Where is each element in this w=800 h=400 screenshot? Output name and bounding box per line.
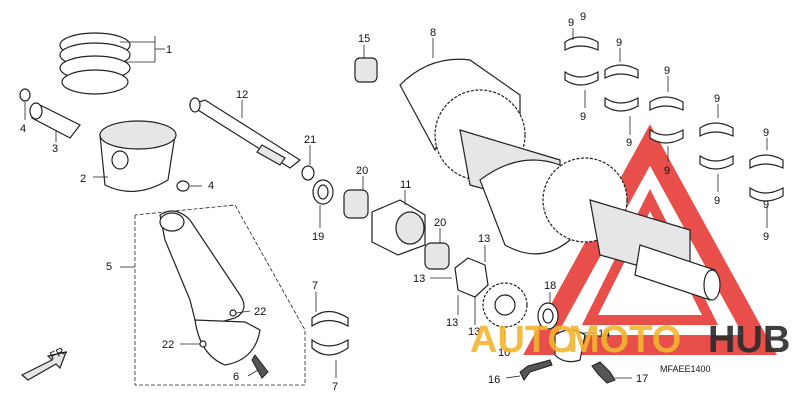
diagram-code: MFAEE1400 [660,364,711,374]
callout-7a: 7 [312,280,318,292]
callout-9j: 9 [763,231,769,243]
callout-16: 16 [488,374,500,386]
conrod-assembly [120,204,306,386]
front-label: FR. [48,344,69,362]
crankshaft [399,38,721,301]
sprocket-15 [354,45,378,83]
callout-22a: 22 [254,306,266,318]
watermark-auto: AUTO [470,319,577,361]
callout-17: 17 [636,373,648,385]
callout-labels: 1 2 3 4 4 5 6 7 7 8 9 9 9 9 9 9 9 9 9 9 … [20,11,769,393]
callout-13a: 13 [413,273,425,285]
callout-2: 2 [80,173,86,185]
callout-5: 5 [106,261,112,273]
bolt-17 [591,361,632,384]
callout-18: 18 [544,280,556,292]
watermark-text: AUTO MOTO HUB [470,319,790,361]
callout-9d: 9 [626,137,632,149]
callout-8: 8 [430,27,436,39]
piston-pin-clip [19,88,31,120]
front-arrow-icon [20,351,67,381]
bearing-cap-shells-7 [311,292,349,378]
callout-4b: 4 [208,180,214,192]
bolt-16 [505,359,553,381]
callout-13c: 13 [446,317,458,329]
callout-20a: 20 [356,165,368,177]
callout-13b: 13 [478,233,490,245]
callout-4a: 4 [20,123,26,135]
needle-bearing-20a [343,176,369,219]
callout-13d: 13 [468,326,480,338]
bracket-14 [554,329,595,363]
callout-11: 11 [400,179,411,191]
callout-9l: 9 [580,11,586,23]
piston-pin [29,102,81,142]
callout-1: 1 [166,44,172,56]
callout-9h: 9 [714,195,720,207]
primary-shaft [188,97,302,169]
piston-rings [59,32,165,95]
callout-21: 21 [304,134,316,146]
thrust-washer-19 [312,179,334,228]
callout-9c: 9 [616,37,622,49]
callout-6: 6 [233,371,239,383]
callout-9k: 9 [763,199,769,211]
callout-14: 14 [598,328,610,340]
callout-10: 10 [498,347,510,359]
callout-9a: 9 [568,17,574,29]
callout-22b: 22 [162,339,174,351]
callout-15: 15 [358,33,370,45]
damper-rubber-13 [430,245,489,325]
callout-7b: 7 [332,381,338,393]
piston [93,120,177,193]
piston-pin-clip-2 [176,180,202,192]
washer-21 [301,145,315,181]
callout-9g: 9 [714,93,720,105]
timing-gear-10 [482,282,528,343]
callout-3: 3 [52,143,58,155]
bearing-shells-9 [564,28,784,228]
callout-9i: 9 [763,127,769,139]
callout-19: 19 [312,231,324,243]
callout-9f: 9 [664,165,670,177]
callout-20b: 20 [434,217,446,229]
watermark-moto: MOTO [568,319,681,361]
callout-12: 12 [236,89,248,101]
gear-hub-11 [371,190,426,256]
watermark-hub: HUB [708,319,790,361]
callout-9b: 9 [580,111,586,123]
washer-18 [537,292,559,330]
callout-9e: 9 [664,65,670,77]
needle-bearing-20b [424,228,450,270]
